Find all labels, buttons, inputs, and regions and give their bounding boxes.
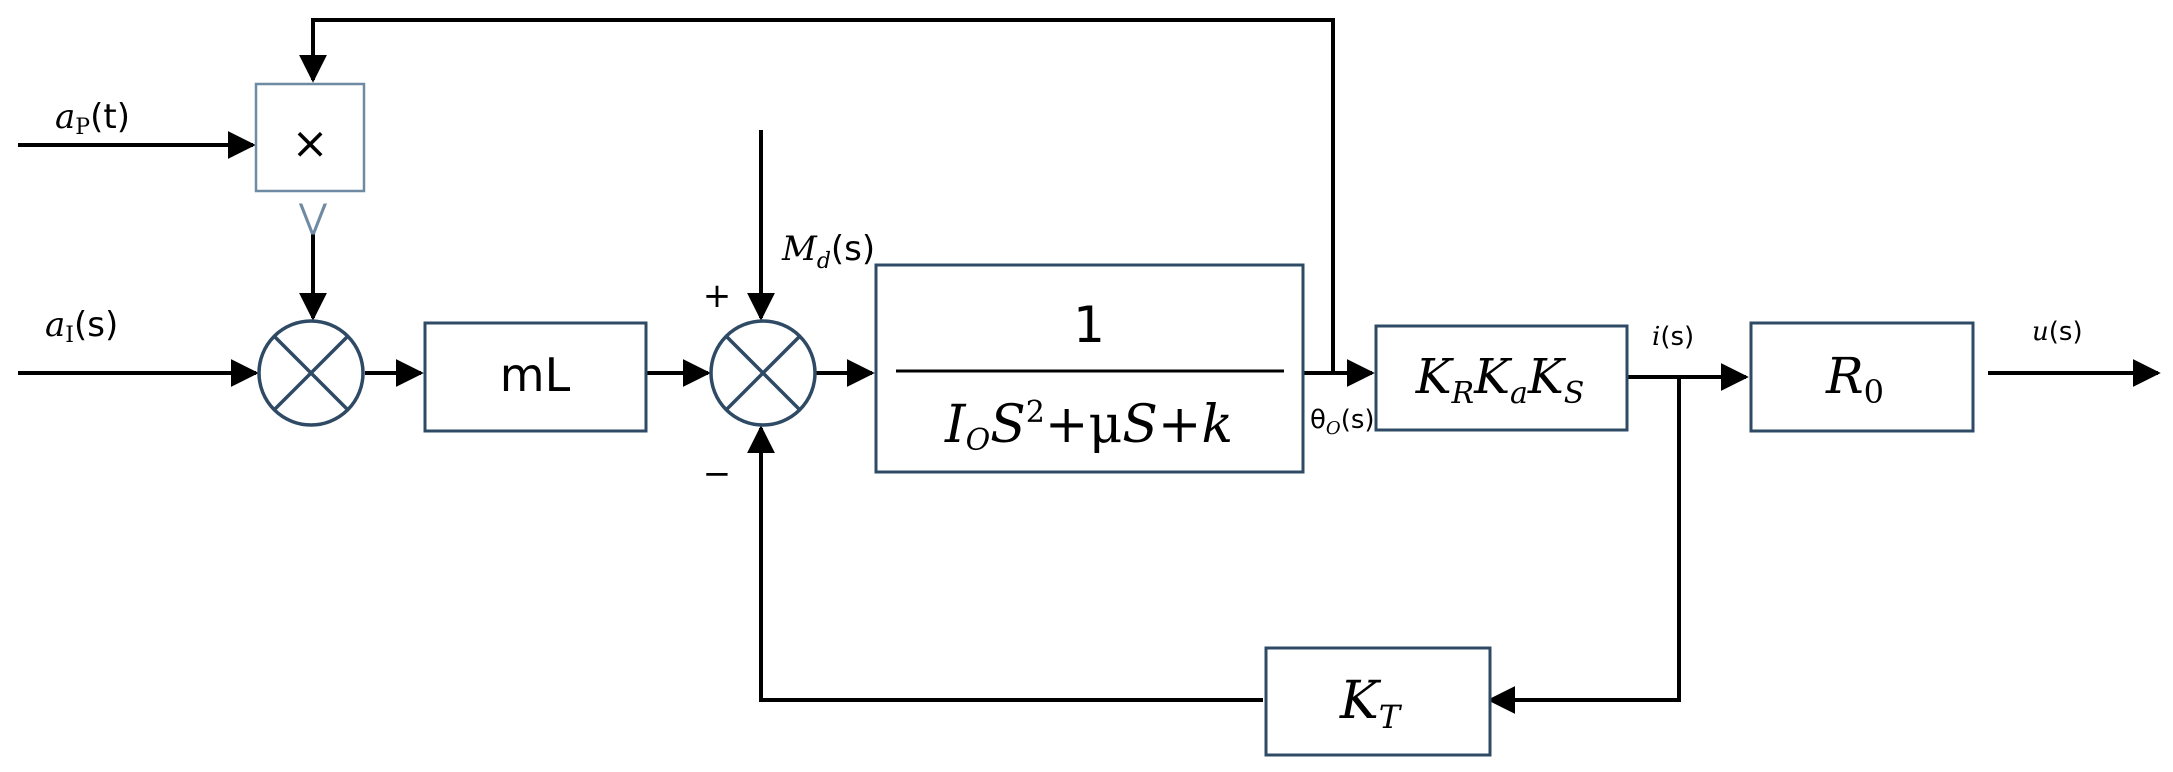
gain-block: KRKaKS [1374,324,1629,432]
KT-box [1264,646,1492,757]
disturbance-label-Md: Md(s) [781,229,875,274]
wire-KT-to-sum2 [747,425,1263,702]
signal-label-theta: θO(s) [1310,405,1375,439]
mL-block: mL [423,321,648,433]
plant-denominator: IOS2+μS+k [944,395,1233,458]
R0-block: R0 [1749,321,1975,433]
minus-sign: − [703,454,732,494]
multiplier-marker-glyph: ⋁ [298,197,327,237]
summing-junction-2 [709,319,817,427]
multiplier-output-marker: ⋁ [298,197,327,237]
multiplier-block: × [254,82,366,193]
mL-box [423,321,648,433]
plant-box [874,263,1305,474]
signal-label-i: i(s) [1652,322,1694,352]
plus-sign: + [703,276,732,316]
R0-box [1749,321,1975,433]
input-label-aP: aP(t) [55,97,130,140]
KT-label: KT [1339,671,1403,736]
plant-block: 1 IOS2+μS+k [874,263,1305,474]
signal-label-u: u(s) [2032,317,2083,347]
gain-box [1374,324,1629,432]
input-label-aI: aI(s) [45,305,118,348]
summing-junction-1 [257,319,365,427]
wire-theta-feedback-top [299,18,1335,372]
multiplier-symbol: × [292,118,329,169]
multiplier-box [254,82,366,193]
gain-label: KRKaKS [1415,349,1585,411]
wire-i-to-KT [1487,377,1681,714]
R0-label: R0 [1825,347,1884,411]
mL-label: mL [500,348,571,402]
plant-numerator: 1 [1073,296,1105,354]
KT-block: KT [1264,646,1492,757]
